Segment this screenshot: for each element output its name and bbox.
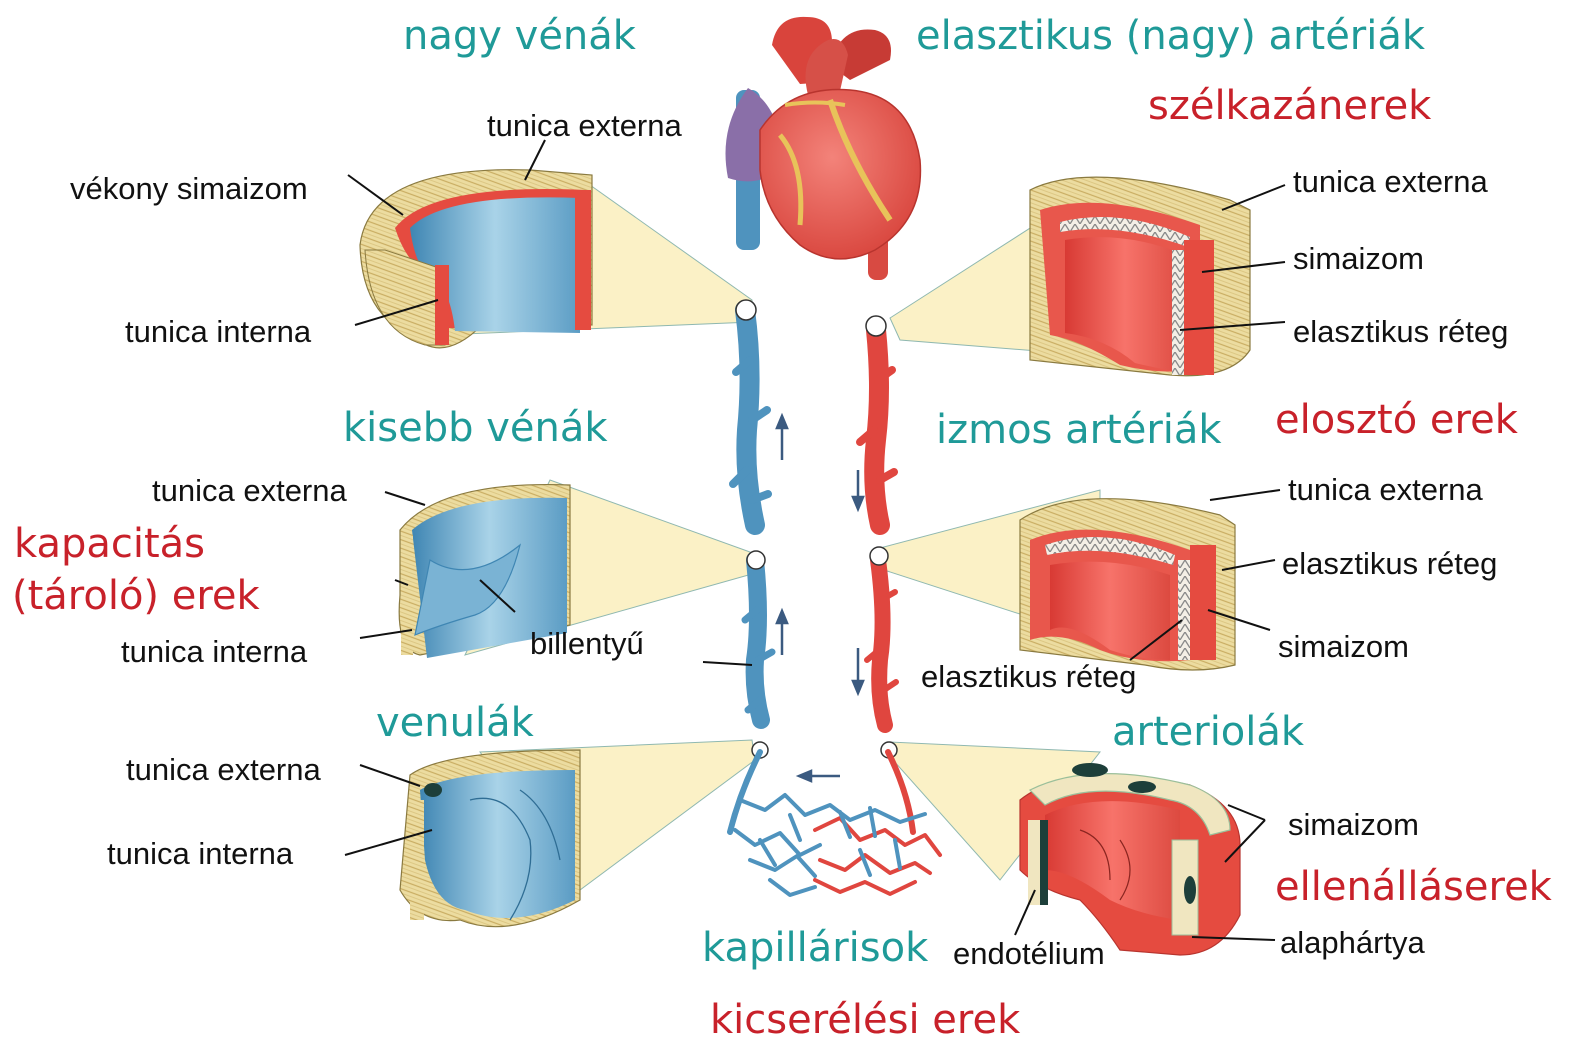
vein-column xyxy=(733,300,772,758)
label-large-vein-thin-muscle: vékony simaizom xyxy=(70,173,308,204)
heading-large-veins: nagy vénák xyxy=(403,16,636,56)
heading-venules: venulák xyxy=(376,703,534,743)
label-arteriole-endothelium: endotélium xyxy=(953,938,1105,969)
heading-elastic-arteries: elasztikus (nagy) artériák xyxy=(916,16,1425,56)
heading-capillaries: kapillárisok xyxy=(702,928,928,968)
flow-arrows xyxy=(777,416,863,781)
heading-capacitance-line1: kapacitás xyxy=(14,524,205,564)
label-muscular-artery-elastic-outer: elasztikus réteg xyxy=(1282,548,1497,579)
label-small-vein-valve: billentyű xyxy=(530,628,644,659)
label-elastic-artery-elastic: elasztikus réteg xyxy=(1293,316,1508,347)
label-venule-externa: tunica externa xyxy=(126,754,321,785)
venule-section xyxy=(400,750,580,927)
heading-arterioles: arteriolák xyxy=(1112,712,1304,752)
heading-capacitance-line2: (tároló) erek xyxy=(12,576,260,616)
elastic-artery-section xyxy=(1030,177,1250,376)
label-small-vein-externa: tunica externa xyxy=(152,475,347,506)
heading-distribution-vessels: elosztó erek xyxy=(1275,400,1518,440)
heading-windkessel-vessels: szélkazánerek xyxy=(1148,86,1431,126)
label-small-vein-interna: tunica interna xyxy=(121,636,307,667)
label-muscular-artery-elastic-inner: elasztikus réteg xyxy=(921,661,1136,692)
heading-resistance-vessels: ellenálláserek xyxy=(1275,867,1552,907)
label-venule-interna: tunica interna xyxy=(107,838,293,869)
label-elastic-artery-externa: tunica externa xyxy=(1293,166,1488,197)
label-elastic-artery-muscle: simaizom xyxy=(1293,243,1424,274)
heading-smaller-veins: kisebb vénák xyxy=(343,408,608,448)
label-large-vein-interna: tunica interna xyxy=(125,316,311,347)
heading-exchange-vessels: kicserélési erek xyxy=(710,1000,1020,1040)
label-arteriole-basement: alaphártya xyxy=(1280,927,1425,958)
artery-column xyxy=(860,316,897,758)
label-arteriole-muscle: simaizom xyxy=(1288,809,1419,840)
arteriole-section xyxy=(1020,763,1240,955)
heart-illustration xyxy=(726,17,921,280)
heading-muscular-arteries: izmos artériák xyxy=(936,410,1222,450)
large-vein-section xyxy=(360,170,592,348)
muscular-artery-section xyxy=(1020,499,1235,670)
label-muscular-artery-muscle: simaizom xyxy=(1278,631,1409,662)
label-large-vein-externa: tunica externa xyxy=(487,110,682,141)
label-muscular-artery-externa: tunica externa xyxy=(1288,474,1483,505)
